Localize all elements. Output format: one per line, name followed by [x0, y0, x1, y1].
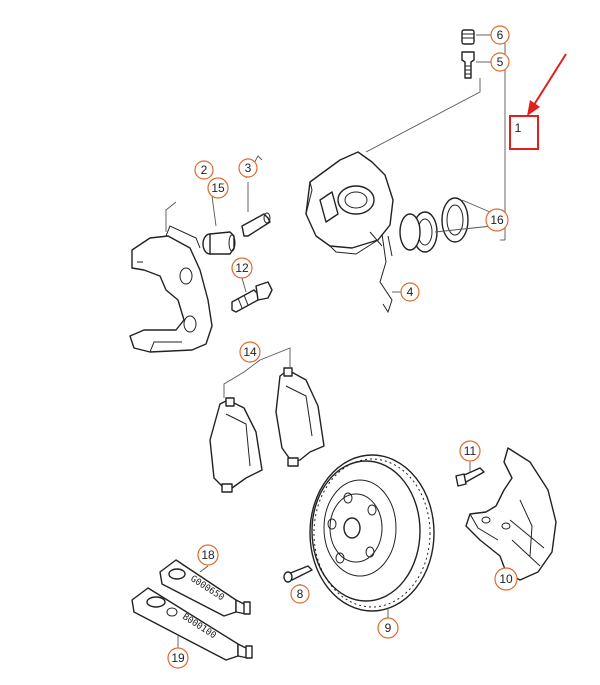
callout-10-label: 10	[499, 572, 513, 586]
brake-pad-left	[209, 397, 263, 493]
disc-screw	[283, 565, 313, 583]
callout-11-label: 11	[464, 444, 477, 458]
callout-6-label: 6	[497, 28, 504, 42]
callout-9-label: 9	[385, 621, 392, 635]
callout-3-label: 3	[245, 161, 252, 175]
callout-19-label: 19	[171, 651, 185, 665]
bleeder-cap	[461, 29, 475, 45]
callout-9[interactable]: 9	[377, 617, 399, 639]
callout-5-label: 5	[497, 55, 504, 69]
callout-14-label: 14	[243, 345, 257, 359]
callout-16[interactable]: 16	[485, 208, 509, 232]
callout-18-label: 18	[201, 548, 215, 562]
callout-15-label: 15	[211, 181, 225, 195]
callout-6[interactable]: 6	[490, 25, 510, 45]
piston-seal	[441, 197, 469, 243]
callout-2-label: 2	[201, 163, 208, 177]
callout-5[interactable]: 5	[490, 52, 510, 72]
callout-18[interactable]: 18	[197, 544, 219, 566]
callout-12-label: 12	[235, 261, 249, 275]
caliper-piston	[399, 211, 438, 253]
splash-shield	[465, 447, 557, 581]
callout-1-label: 1	[515, 121, 522, 135]
brake-disc	[309, 454, 435, 612]
caliper-carrier	[129, 225, 213, 353]
callout-3[interactable]: 3	[238, 158, 258, 178]
callout-4-label: 4	[407, 285, 414, 299]
bleeder-valve	[461, 51, 475, 79]
guide-sleeve	[202, 231, 236, 255]
brake-caliper	[305, 151, 394, 255]
callout-1[interactable]: 1	[515, 121, 522, 135]
shield-bolt	[455, 467, 485, 487]
highlight-arrow-shaft	[531, 53, 567, 109]
highlight-annotation	[509, 53, 567, 150]
hex-bolt	[231, 281, 273, 313]
brake-pad-right	[275, 367, 325, 467]
callout-11[interactable]: 11	[459, 440, 481, 462]
callout-2[interactable]: 2	[194, 160, 214, 180]
callout-15[interactable]: 15	[207, 177, 229, 199]
callout-14[interactable]: 14	[239, 341, 261, 363]
guide-bolt	[241, 212, 271, 237]
highlight-arrow-head	[527, 100, 540, 116]
callout-4[interactable]: 4	[400, 282, 420, 302]
callout-8-label: 8	[297, 587, 304, 601]
callout-19[interactable]: 19	[167, 647, 189, 669]
callout-8[interactable]: 8	[290, 584, 310, 604]
spring-clip	[379, 233, 393, 314]
callout-16-label: 16	[490, 213, 504, 227]
callout-12[interactable]: 12	[231, 257, 253, 279]
callout-10[interactable]: 10	[494, 567, 518, 591]
highlight-box	[509, 115, 539, 150]
